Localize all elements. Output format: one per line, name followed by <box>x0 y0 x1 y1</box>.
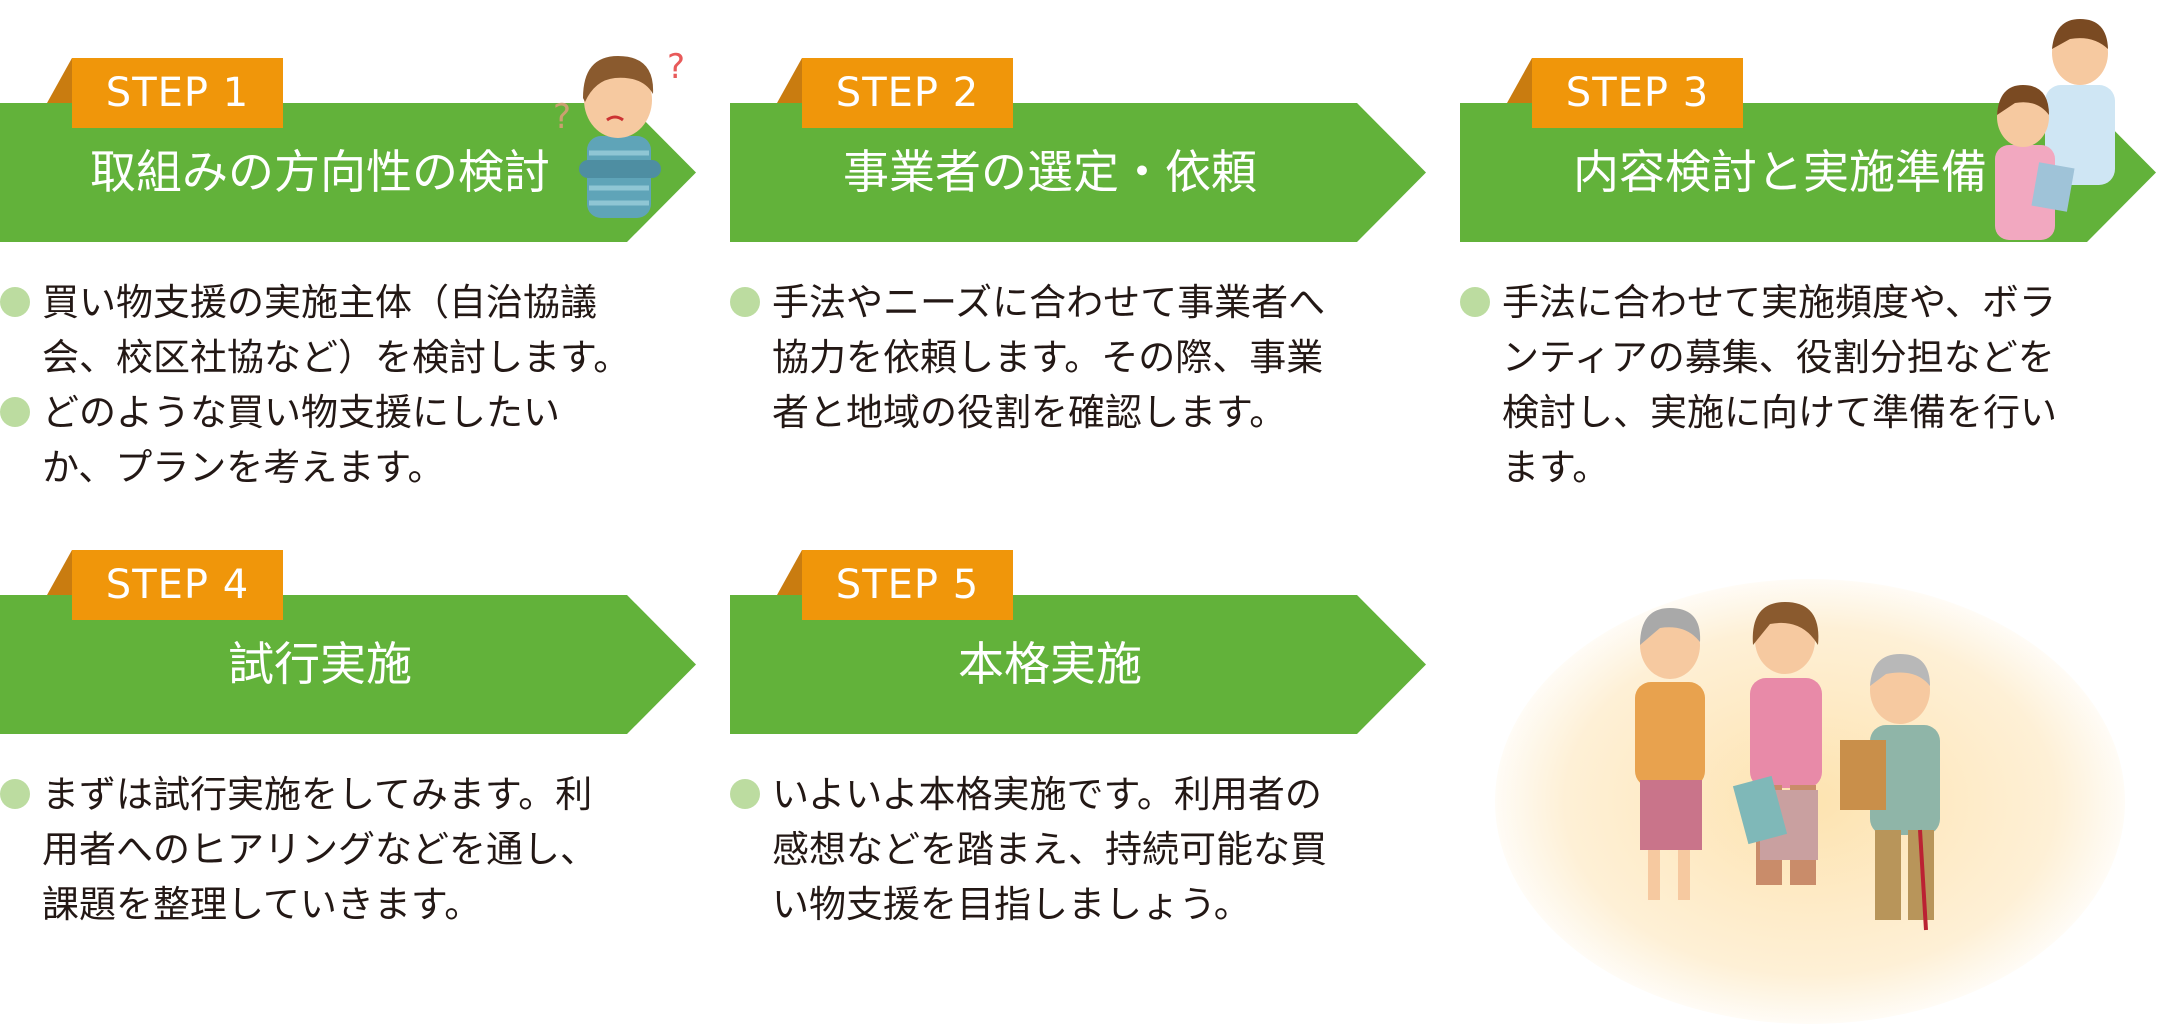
bullet-item: まずは試行実施をしてみます。利用者へのヒアリングなどを通し、課題を整理していきま… <box>0 767 640 932</box>
tab-fold <box>47 550 72 595</box>
step-title: 内容検討と実施準備 <box>1573 145 1987 199</box>
elderly-shoppers-illustration <box>1635 602 1940 931</box>
step-label: STEP 4 <box>72 550 283 620</box>
step-description: いよいよ本格実施です。利用者の感想などを踏まえ、持続可能な買い物支援を目指しまし… <box>730 767 1370 932</box>
bullet-text-line: どのような買い物支援にしたい <box>42 391 560 434</box>
thinking-person-illustration: ? ? <box>553 47 685 218</box>
bullet-text-line: ンティアの募集、役割分担などを <box>1502 336 2055 379</box>
tab-fold <box>1507 58 1532 103</box>
tab-fold <box>777 550 802 595</box>
bullet-text-line: い物支援を目指しましょう。 <box>772 883 1251 926</box>
tab-fold <box>777 58 802 103</box>
bullet-item: いよいよ本格実施です。利用者の感想などを踏まえ、持続可能な買い物支援を目指しまし… <box>730 767 1370 932</box>
bullet-text-line: 者と地域の役割を確認します。 <box>772 391 1287 434</box>
bullet-text-line: まずは試行実施をしてみます。利 <box>42 773 593 816</box>
bullet-text-line: 手法に合わせて実施頻度や、ボラ <box>1502 281 2056 324</box>
step-description: 手法やニーズに合わせて事業者へ協力を依頼します。その際、事業者と地域の役割を確認… <box>730 275 1370 440</box>
helpers-illustration <box>1995 19 2115 240</box>
step-title: 本格実施 <box>958 637 1142 691</box>
step-description: 手法に合わせて実施頻度や、ボランティアの募集、役割分担などを検討し、実施に向けて… <box>1460 275 2100 495</box>
step-title: 取組みの方向性の検討 <box>90 145 550 199</box>
step-4: STEP 4 試行実施 まずは試行実施をしてみます。利用者へのヒアリングなどを通… <box>0 492 700 992</box>
svg-text:?: ? <box>553 97 571 137</box>
bullet-dot-icon <box>0 397 30 427</box>
bullet-text-line: 感想などを踏まえ、持続可能な買 <box>772 828 1327 871</box>
step-label: STEP 1 <box>72 58 283 128</box>
step-title: 事業者の選定・依頼 <box>843 145 1257 199</box>
step-label: STEP 3 <box>1532 58 1743 128</box>
step-label: STEP 5 <box>802 550 1013 620</box>
bullet-text-line: 課題を整理していきます。 <box>42 883 482 926</box>
step-label: STEP 2 <box>802 58 1013 128</box>
bullet-text-line: か、プランを考えます。 <box>42 446 445 489</box>
bullet-item: 手法に合わせて実施頻度や、ボランティアの募集、役割分担などを検討し、実施に向けて… <box>1460 275 2100 495</box>
bullet-dot-icon <box>730 779 760 809</box>
bullet-item: 買い物支援の実施主体（自治協議会、校区社協など）を検討します。 <box>0 275 640 385</box>
step-1: STEP 1 取組みの方向性の検討 買い物支援の実施主体（自治協議会、校区社協な… <box>0 0 700 500</box>
step-2: STEP 2 事業者の選定・依頼 手法やニーズに合わせて事業者へ協力を依頼します… <box>730 0 1430 500</box>
bullet-dot-icon <box>0 779 30 809</box>
tab-fold <box>47 58 72 103</box>
bullet-text-line: 検討し、実施に向けて準備を行い <box>1502 391 2057 434</box>
bullet-item: 手法やニーズに合わせて事業者へ協力を依頼します。その際、事業者と地域の役割を確認… <box>730 275 1370 440</box>
bullet-text-line: 用者へのヒアリングなどを通し、 <box>42 828 597 871</box>
bullet-dot-icon <box>0 287 30 317</box>
bullet-dot-icon <box>730 287 760 317</box>
step-description: 買い物支援の実施主体（自治協議会、校区社協など）を検討します。どのような買い物支… <box>0 275 640 495</box>
svg-text:?: ? <box>667 47 685 87</box>
bullet-text-line: 会、校区社協など）を検討します。 <box>42 336 631 379</box>
bullet-item: どのような買い物支援にしたいか、プランを考えます。 <box>0 385 640 495</box>
step-title: 試行実施 <box>228 637 412 691</box>
bullet-text-line: 買い物支援の実施主体（自治協議 <box>42 281 597 324</box>
step-5: STEP 5 本格実施 いよいよ本格実施です。利用者の感想などを踏まえ、持続可能… <box>730 492 1430 992</box>
bullet-dot-icon <box>1460 287 1490 317</box>
bullet-text-line: ます。 <box>1502 446 1610 489</box>
bullet-text-line: 手法やニーズに合わせて事業者へ <box>772 281 1326 324</box>
bullet-text-line: いよいよ本格実施です。利用者の <box>772 773 1322 816</box>
step-description: まずは試行実施をしてみます。利用者へのヒアリングなどを通し、課題を整理していきま… <box>0 767 640 932</box>
bullet-text-line: 協力を依頼します。その際、事業 <box>772 336 1324 379</box>
